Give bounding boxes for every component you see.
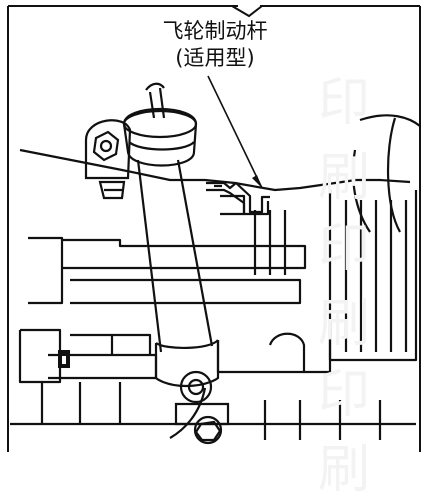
diagram-frame bbox=[7, 5, 421, 452]
bolt-head-lower bbox=[194, 420, 222, 442]
engine-diagram bbox=[7, 5, 421, 452]
bolt-head-upper bbox=[92, 130, 120, 162]
callout-line-1: 飞轮制动杆 bbox=[162, 19, 268, 43]
small-fittings bbox=[58, 350, 70, 368]
watermark-middle: 印 刷 bbox=[318, 219, 391, 354]
watermark-bottom: 印 刷 bbox=[318, 365, 391, 500]
callout-leader-line bbox=[207, 75, 263, 189]
watermark-top: 印 刷 bbox=[318, 73, 391, 208]
callout-arrowhead bbox=[252, 175, 262, 188]
callout-line-2: (适用型) bbox=[175, 46, 255, 70]
callout-notch bbox=[231, 5, 263, 18]
control-shaft bbox=[122, 82, 214, 353]
shaft-base bbox=[154, 339, 230, 445]
mount-bracket bbox=[84, 119, 132, 200]
callout-label: 飞轮制动杆 (适用型) bbox=[130, 18, 300, 72]
flywheel-brake-lever bbox=[206, 181, 270, 216]
